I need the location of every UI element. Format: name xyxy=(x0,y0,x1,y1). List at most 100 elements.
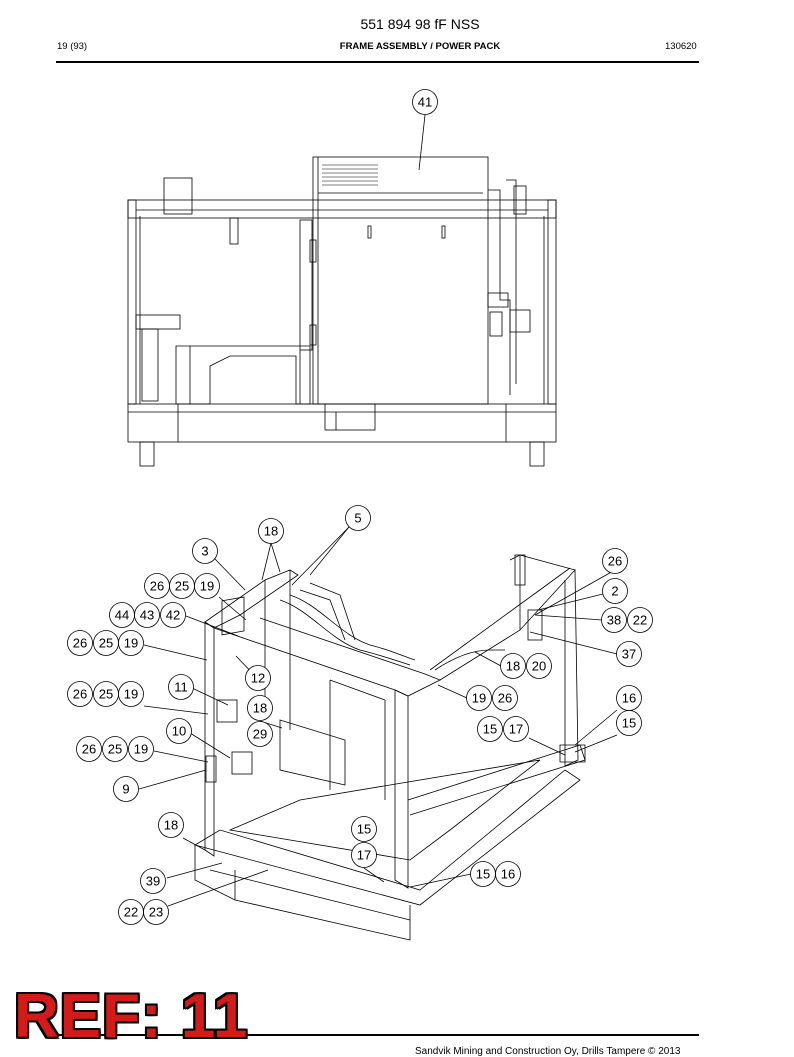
callout-26: 26 xyxy=(67,681,93,707)
callout-23: 23 xyxy=(143,899,169,925)
callout-42: 42 xyxy=(160,602,186,628)
callout-43: 43 xyxy=(134,602,160,628)
svg-text:18: 18 xyxy=(164,818,178,833)
callout-3: 3 xyxy=(192,538,218,564)
svg-text:19: 19 xyxy=(200,579,214,594)
callout-17: 17 xyxy=(503,716,529,742)
callout-29: 29 xyxy=(247,721,273,747)
callout-16: 16 xyxy=(495,861,521,887)
header-rule xyxy=(56,61,699,63)
callout-9: 9 xyxy=(113,776,139,802)
callout-11: 11 xyxy=(168,674,194,700)
svg-text:26: 26 xyxy=(73,687,87,702)
section-title: FRAME ASSEMBLY / POWER PACK xyxy=(339,41,501,52)
callout-37: 37 xyxy=(616,641,642,667)
svg-text:2: 2 xyxy=(611,584,618,599)
footer-rule xyxy=(56,1034,699,1036)
callout-19: 19 xyxy=(466,685,492,711)
svg-text:15: 15 xyxy=(357,822,371,837)
callout-38: 38 xyxy=(601,607,627,633)
callout-41: 41 xyxy=(412,89,438,171)
ref-stamp: REF: 11 xyxy=(14,982,249,1051)
callout-10: 10 xyxy=(166,718,192,744)
callout-25: 25 xyxy=(102,736,128,762)
svg-text:18: 18 xyxy=(506,659,520,674)
svg-text:11: 11 xyxy=(174,680,188,695)
svg-text:5: 5 xyxy=(354,511,361,526)
callout-15: 15 xyxy=(351,816,377,842)
callout-25: 25 xyxy=(169,573,195,599)
svg-text:19: 19 xyxy=(124,636,138,651)
callout-19: 19 xyxy=(118,630,144,656)
callout-18: 18 xyxy=(158,812,184,838)
svg-text:25: 25 xyxy=(99,687,113,702)
svg-text:26: 26 xyxy=(73,636,87,651)
footer-copyright: Sandvik Mining and Construction Oy, Dril… xyxy=(415,1046,681,1057)
svg-text:10: 10 xyxy=(172,724,186,739)
svg-text:29: 29 xyxy=(253,727,267,742)
svg-text:39: 39 xyxy=(146,874,160,889)
callout-26: 26 xyxy=(602,548,628,574)
callout-25: 25 xyxy=(93,630,119,656)
svg-text:16: 16 xyxy=(622,691,636,706)
callout-26: 26 xyxy=(67,630,93,656)
svg-text:25: 25 xyxy=(175,579,189,594)
svg-text:44: 44 xyxy=(115,608,129,623)
svg-text:26: 26 xyxy=(498,691,512,706)
top-view-drawing xyxy=(127,156,557,467)
callout-20: 20 xyxy=(526,653,552,679)
callout-44: 44 xyxy=(109,602,135,628)
svg-text:41: 41 xyxy=(418,95,432,110)
iso-callouts: 5 18 3 26 25 19 44 43 42 26 25 19 12 11 … xyxy=(67,505,653,925)
callout-18: 18 xyxy=(247,695,273,721)
svg-text:26: 26 xyxy=(150,579,164,594)
callout-12: 12 xyxy=(245,665,271,691)
svg-text:19: 19 xyxy=(124,687,138,702)
svg-text:22: 22 xyxy=(633,613,647,628)
callout-19: 19 xyxy=(194,573,220,599)
svg-text:19: 19 xyxy=(472,691,486,706)
svg-text:26: 26 xyxy=(82,742,96,757)
callout-26: 26 xyxy=(76,736,102,762)
page-number: 19 (93) xyxy=(57,41,88,52)
iso-view-drawing xyxy=(193,554,586,941)
callout-5: 5 xyxy=(345,505,371,531)
svg-text:19: 19 xyxy=(134,742,148,757)
callout-22: 22 xyxy=(627,607,653,633)
svg-text:16: 16 xyxy=(501,867,515,882)
svg-text:37: 37 xyxy=(622,647,636,662)
svg-text:12: 12 xyxy=(251,671,265,686)
svg-text:17: 17 xyxy=(357,848,371,863)
svg-text:25: 25 xyxy=(99,636,113,651)
svg-text:9: 9 xyxy=(122,782,129,797)
callout-16: 16 xyxy=(616,685,642,711)
svg-text:18: 18 xyxy=(264,524,278,539)
svg-text:3: 3 xyxy=(201,544,208,559)
callout-25: 25 xyxy=(93,681,119,707)
callout-19: 19 xyxy=(118,681,144,707)
svg-text:38: 38 xyxy=(607,613,621,628)
callout-15: 15 xyxy=(470,861,496,887)
callout-17: 17 xyxy=(351,842,377,868)
svg-text:15: 15 xyxy=(476,867,490,882)
svg-text:22: 22 xyxy=(124,905,138,920)
callout-2: 2 xyxy=(602,578,628,604)
callout-15: 15 xyxy=(477,716,503,742)
callout-15: 15 xyxy=(616,710,642,736)
svg-text:43: 43 xyxy=(140,608,154,623)
svg-text:18: 18 xyxy=(253,701,267,716)
document-code: 130620 xyxy=(665,41,697,52)
svg-text:26: 26 xyxy=(608,554,622,569)
svg-text:23: 23 xyxy=(149,905,163,920)
svg-text:17: 17 xyxy=(509,722,523,737)
svg-text:20: 20 xyxy=(532,659,546,674)
callout-39: 39 xyxy=(140,868,166,894)
svg-text:25: 25 xyxy=(108,742,122,757)
callout-18: 18 xyxy=(500,653,526,679)
svg-text:15: 15 xyxy=(622,716,636,731)
callout-26: 26 xyxy=(492,685,518,711)
svg-text:42: 42 xyxy=(166,608,180,623)
callout-19: 19 xyxy=(128,736,154,762)
callout-26: 26 xyxy=(144,573,170,599)
